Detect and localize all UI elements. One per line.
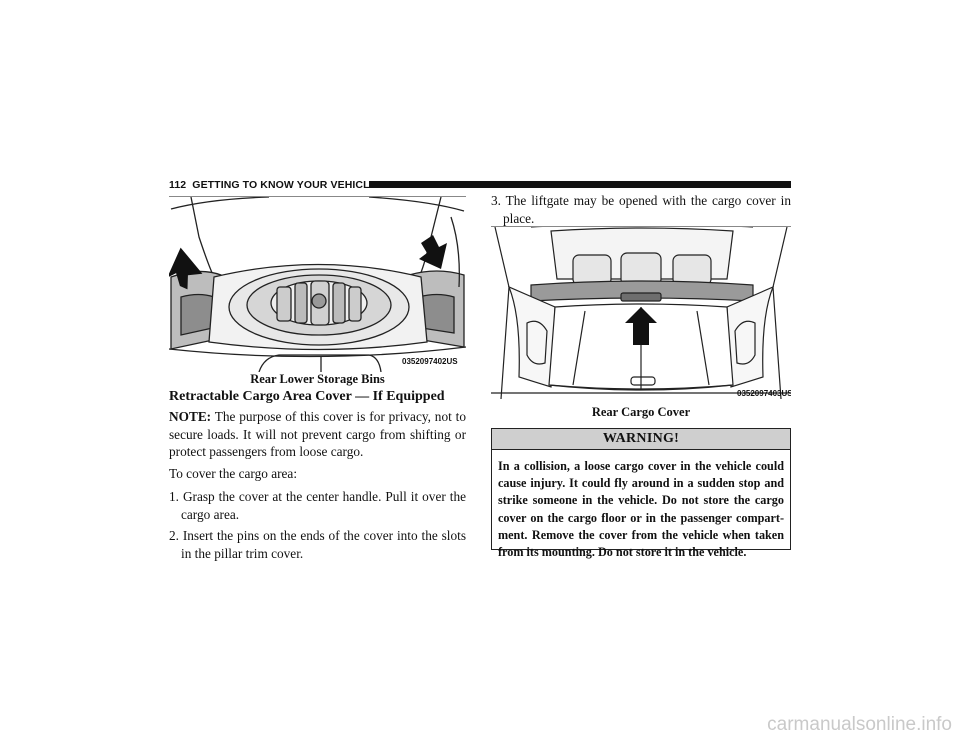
warning-text: In a collision, a loose cargo cover in t… xyxy=(498,459,784,560)
figure-caption: Rear Cargo Cover xyxy=(591,405,691,419)
figure-code: 0352097403US xyxy=(737,389,791,398)
storage-bins-illustration xyxy=(169,197,466,372)
warning-box: WARNING! In a collision, a loose cargo c… xyxy=(491,428,791,559)
intro-paragraph: To cover the cargo area: xyxy=(169,466,298,481)
header-rule xyxy=(369,181,791,188)
section-heading: Retractable Cargo Area Cover — If Equipp… xyxy=(169,389,445,404)
step-item: 1. Grasp the cover at the center handle.… xyxy=(169,489,466,522)
note-label: NOTE: xyxy=(169,409,212,424)
note-text: The purpose of this cover is for privacy… xyxy=(169,409,466,460)
step-item: 2. Insert the pins on the ends of the co… xyxy=(169,528,466,561)
figure-caption: Rear Lower Storage Bins xyxy=(250,372,385,386)
figure-rear-cargo-cover: 0352097403US xyxy=(491,226,791,399)
step-item: 3. The liftgate may be opened with the c… xyxy=(491,193,791,226)
figure-code: 0352097402US xyxy=(402,357,458,366)
section-title: GETTING TO KNOW YOUR VEHICLE xyxy=(192,179,377,191)
note-paragraph: NOTE: The purpose of this cover is for p… xyxy=(169,408,466,461)
page-number: 112 xyxy=(169,179,187,191)
warning-title: WARNING! xyxy=(492,429,790,450)
header-title-line: 112 GETTING TO KNOW YOUR VEHICLE xyxy=(169,179,377,191)
cargo-cover-illustration xyxy=(491,227,791,399)
figure-rear-lower-storage-bins: 0352097402US xyxy=(169,196,466,372)
page-header: 112 GETTING TO KNOW YOUR VEHICLE xyxy=(169,179,791,191)
watermark: carmanualsonline.info xyxy=(767,714,952,735)
